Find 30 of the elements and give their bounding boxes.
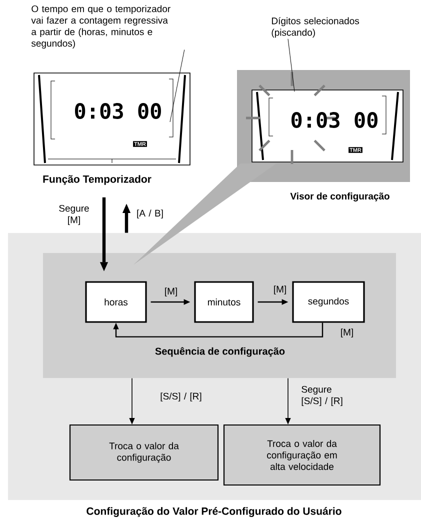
edge-label: [A / B]	[137, 210, 163, 218]
step-box: minutos	[194, 281, 254, 323]
edge-label: [M]	[274, 286, 286, 294]
leader-line	[170, 50, 185, 122]
step-box: segundos	[292, 281, 365, 323]
display-digits: 0:03 00	[75, 103, 161, 119]
edge-label: [S/S] / [R]	[160, 392, 202, 402]
result-box: Troca o valor da configuração	[69, 424, 219, 481]
annotation-text: Dígitos selecionados (piscando)	[272, 17, 360, 38]
result-box: Troca o valor da configuração em alta velocidade	[223, 424, 381, 486]
display-caption: Visor de configuração	[290, 192, 390, 202]
arrow	[129, 378, 135, 424]
callout-wedge	[134, 163, 276, 265]
arrow	[285, 378, 291, 424]
arrow	[122, 204, 131, 233]
display-digits: 0:03 00	[292, 112, 378, 128]
arrow	[150, 299, 190, 305]
edge-label: Segure [S/S] / [R]	[302, 386, 342, 406]
edge-label: Segure [M]	[59, 204, 89, 226]
annotation-text: O tempo em que o temporizador vai fazer a contagem regressiva a partir de (horas, minutos e segundos)	[31, 5, 170, 49]
step-box: horas	[85, 281, 147, 323]
leader-line	[288, 38, 295, 92]
edge-label: [M]	[165, 288, 177, 296]
display-caption: Função Temporizador	[43, 175, 152, 185]
section-heading: Sequência de configuração	[155, 347, 285, 357]
arrow	[100, 197, 108, 272]
edge-label: [M]	[341, 328, 353, 338]
arrow	[113, 322, 324, 338]
section-heading: Configuração do Valor Pré-Configurado do Usuário	[86, 507, 342, 517]
arrow	[258, 299, 288, 305]
